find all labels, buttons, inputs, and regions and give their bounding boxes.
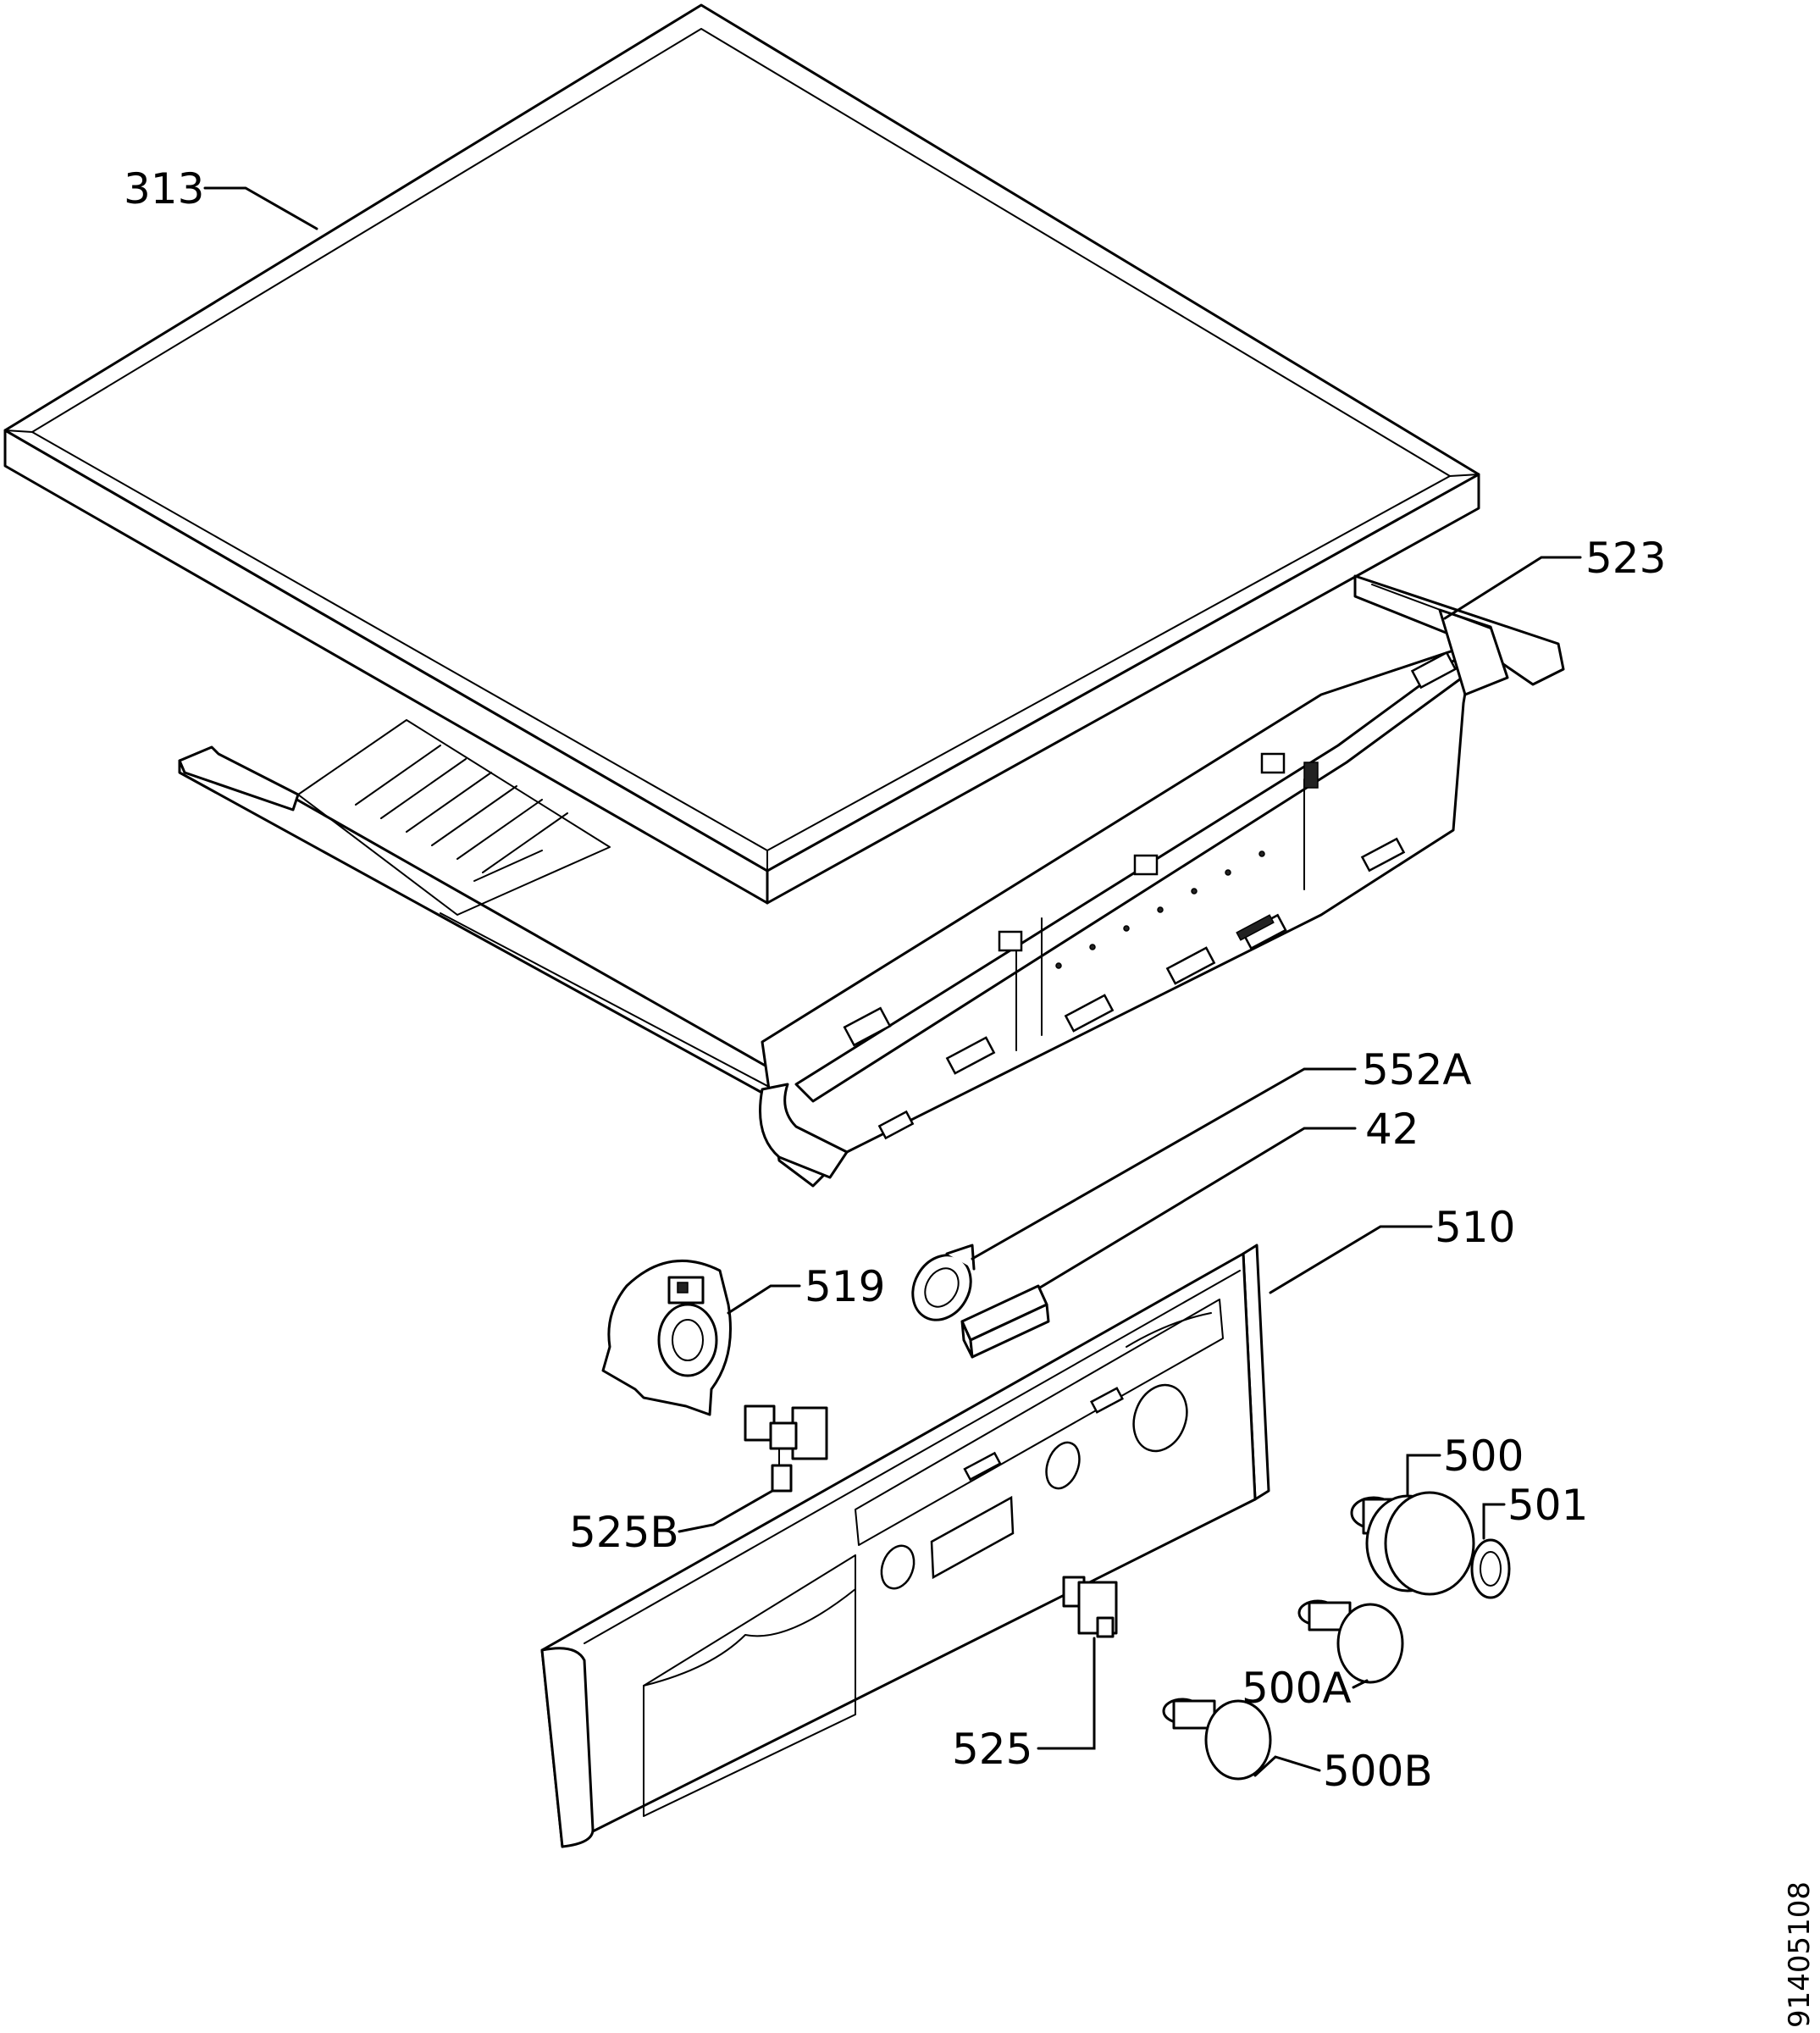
- callout-500: 500: [1443, 1432, 1524, 1481]
- plate-ribs: [355, 745, 568, 873]
- leader-313: [203, 186, 318, 230]
- part-525-switch: [1062, 1576, 1118, 1638]
- callout-500A: 500A: [1242, 1664, 1352, 1713]
- leader-500: [1406, 1454, 1441, 1496]
- callout-500B: 500B: [1323, 1747, 1433, 1796]
- part-552A-ring: [911, 1244, 976, 1321]
- leader-lines: [203, 186, 1582, 1777]
- leader-525B: [678, 1489, 774, 1533]
- part-510-control-panel: [540, 1244, 1270, 1848]
- leader-510: [1269, 1225, 1433, 1294]
- callout-labels: 313 523 552A 42 510 519 525B 500 501 500…: [124, 164, 1666, 1796]
- leader-42: [1038, 1127, 1357, 1289]
- part-519-selector-housing: [601, 1260, 732, 1416]
- document-number: 91405108: [1783, 1881, 1817, 2028]
- leader-525: [1037, 1637, 1096, 1750]
- leader-500A: [1352, 1679, 1369, 1689]
- part-523-frame: [178, 574, 1565, 1188]
- part-313-worktop: [3, 3, 1480, 905]
- callout-523: 523: [1585, 534, 1666, 583]
- callout-519: 519: [805, 1262, 885, 1311]
- callout-42: 42: [1365, 1105, 1419, 1154]
- part-500-knob: [1350, 1491, 1475, 1596]
- leader-500B: [1253, 1755, 1321, 1777]
- part-525B-switch: [744, 1404, 828, 1493]
- part-500A-knob: [1297, 1599, 1404, 1684]
- callout-525: 525: [952, 1725, 1032, 1774]
- leader-552A: [971, 1067, 1357, 1260]
- callout-525B: 525B: [569, 1508, 679, 1557]
- part-500B-knob: [1162, 1698, 1272, 1781]
- leader-501: [1482, 1503, 1506, 1540]
- callout-510: 510: [1435, 1203, 1515, 1252]
- frame-perforations: [1055, 850, 1265, 969]
- callout-313: 313: [124, 164, 204, 213]
- leader-519: [727, 1284, 801, 1315]
- part-42-switch-block: [960, 1284, 1050, 1359]
- frame-slots: [843, 651, 1458, 1140]
- part-501-cap: [1470, 1538, 1511, 1599]
- leader-523: [1443, 556, 1582, 620]
- callout-501: 501: [1507, 1481, 1588, 1530]
- callout-552A: 552A: [1362, 1045, 1472, 1094]
